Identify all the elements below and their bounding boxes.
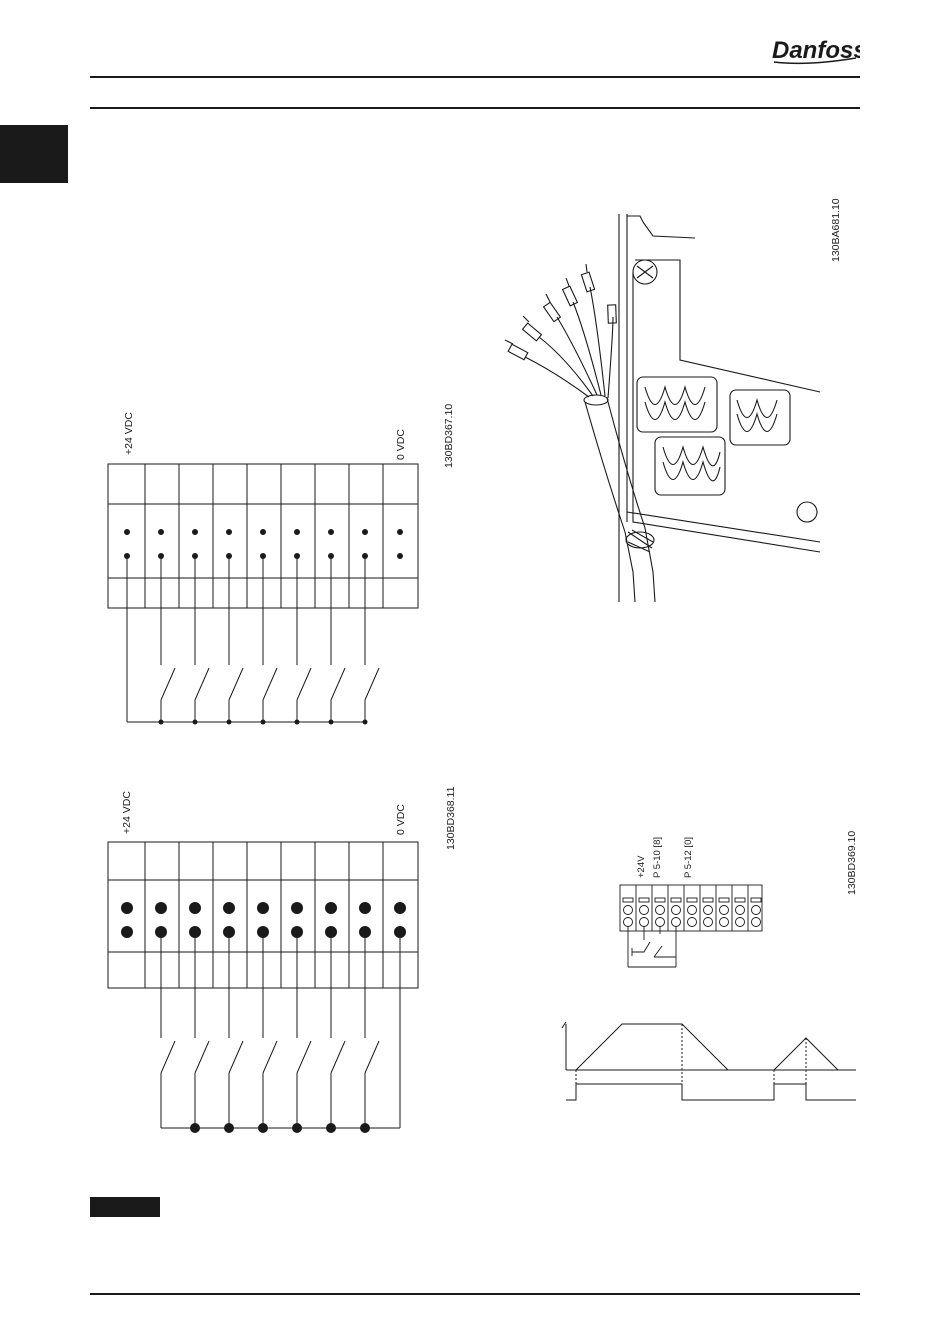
cable-figure-code: 130BA681.10: [830, 198, 842, 262]
sink-right-label: 0 VDC: [395, 804, 407, 835]
source-figure-code: 130BD367.10: [443, 404, 455, 468]
start-stop-figure-code: 130BD369.10: [846, 831, 858, 895]
sink-wiring-diagram: [105, 838, 425, 1138]
sink-left-label: +24 VDC: [121, 791, 133, 834]
source-wiring-diagram: [105, 460, 425, 735]
note-badge: [90, 1197, 160, 1217]
source-right-label: 0 VDC: [395, 429, 407, 460]
speed-profile-timing-chart: [556, 1018, 861, 1108]
footer-rule: [90, 1293, 860, 1295]
sink-figure-code: 130BD368.11: [445, 787, 457, 850]
start-stop-terminal-diagram: [618, 882, 768, 972]
start-stop-label-p510: P 5-10 [8]: [652, 837, 663, 878]
header-rule-bottom: [90, 107, 860, 109]
chapter-tab: [0, 125, 68, 183]
source-left-label: +24 VDC: [123, 412, 135, 455]
header-rule-top: [90, 76, 860, 78]
start-stop-label-24v: +24V: [636, 856, 647, 878]
cable-grounding-drawing: [495, 212, 825, 607]
start-stop-label-p512: P 5-12 [0]: [683, 837, 694, 878]
danfoss-logo: Danfoss: [768, 28, 860, 72]
